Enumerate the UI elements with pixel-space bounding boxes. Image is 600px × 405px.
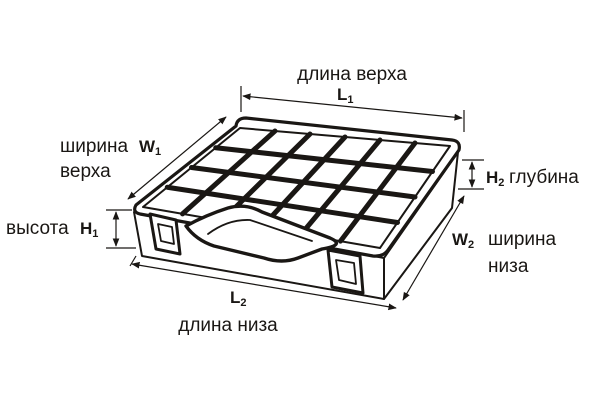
h2-symbol: H2 xyxy=(486,168,504,189)
compartment-divider-row xyxy=(189,165,418,200)
top-width-label-line1: ширина xyxy=(60,136,129,157)
bottom-width-label-line2: низа xyxy=(488,256,529,277)
w1-dimension-line xyxy=(127,116,227,200)
left-latch xyxy=(148,212,182,256)
l2-symbol: L2 xyxy=(230,288,247,309)
h1-symbol: H1 xyxy=(80,219,98,240)
height-label: высота xyxy=(6,218,69,239)
l2-dimension-line xyxy=(131,261,397,311)
dimension-labels: длина верха L1 ширина W1 верха высота H1… xyxy=(6,64,579,336)
carry-handle xyxy=(184,204,339,263)
l1-symbol: L1 xyxy=(337,85,354,106)
top-width-label-line2: верха xyxy=(60,161,111,182)
w2-symbol: W2 xyxy=(452,230,474,251)
top-length-label: длина верха xyxy=(297,64,407,85)
depth-label: глубина xyxy=(509,167,579,188)
carry-handle-grip xyxy=(207,219,313,242)
right-latch xyxy=(326,248,365,295)
w2-dimension-line xyxy=(402,195,465,301)
dimension-lines xyxy=(106,86,484,311)
w1-symbol: W1 xyxy=(139,137,161,158)
bottom-length-label: длина низа xyxy=(178,315,278,336)
left-latch-inner xyxy=(157,223,175,245)
bottom-width-label-line1: ширина xyxy=(488,229,557,250)
organizer-box-drawing xyxy=(133,116,461,300)
l1-dimension-line xyxy=(242,93,463,121)
compartment-divider-row xyxy=(213,145,435,174)
l2-extension-left xyxy=(129,255,137,267)
